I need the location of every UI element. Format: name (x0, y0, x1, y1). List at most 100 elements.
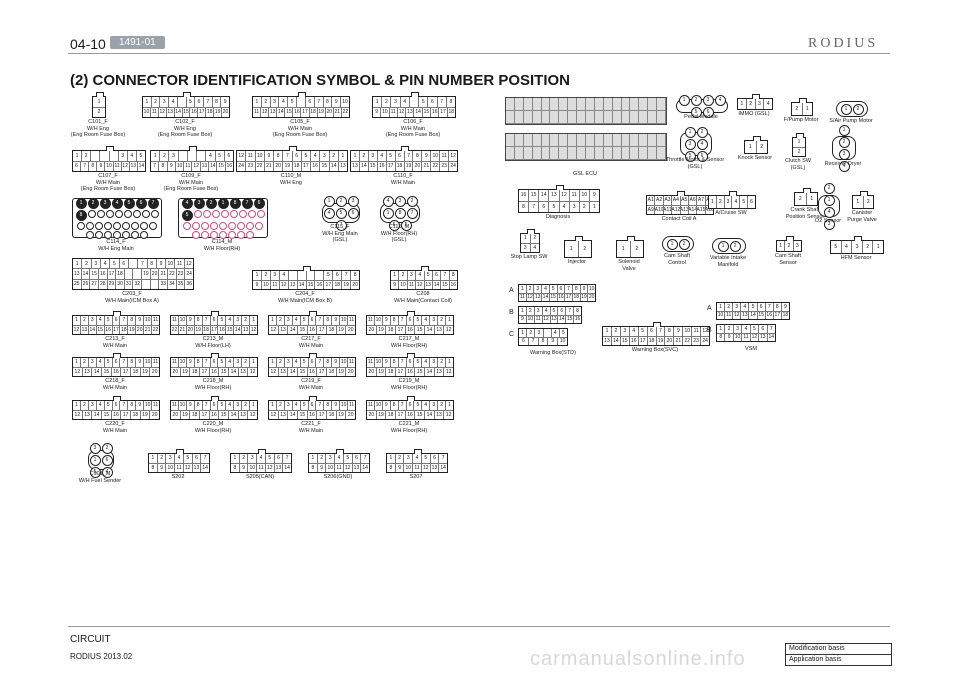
pin: 2 (262, 97, 271, 107)
pin: 3 (430, 358, 439, 367)
pin: 15 (227, 325, 235, 334)
pin: 12 (422, 463, 431, 472)
pin: 1 (823, 194, 835, 206)
connector-caption: C109_F W/H Main (Eng Room Fuse Box) (163, 173, 219, 192)
pin: 2 (863, 241, 874, 253)
pin: 11 (390, 107, 398, 117)
pin: 11 (440, 151, 450, 161)
connector-caption: S/Air Pump Motor (829, 118, 873, 124)
pin: 14 (229, 410, 239, 419)
pin: A12 (672, 205, 681, 214)
pin: 2 (527, 285, 535, 293)
pin: 12 (73, 410, 83, 419)
pin: 17 (317, 410, 328, 419)
pin: 13 (435, 325, 445, 334)
pin: 13 (201, 161, 210, 171)
pin: 1 (797, 139, 801, 146)
pin: 6 (193, 454, 202, 463)
connector-caption: C105_F W/H Main (Eng Room Fuse Box) (272, 119, 328, 138)
pin: 14 (433, 280, 442, 289)
pin: 9 (136, 358, 145, 367)
pin: 12 (193, 161, 201, 171)
pin: 9 (332, 316, 341, 325)
pin: 24 (450, 163, 456, 170)
pin: 4 (630, 327, 639, 336)
pin: 4 (293, 401, 301, 410)
pin: 1 (73, 259, 83, 269)
pin: 16 (105, 325, 113, 334)
pin: 10 (527, 315, 535, 323)
pin: 1 (565, 241, 579, 257)
pin: 18 (327, 367, 337, 376)
pin: 17 (121, 367, 132, 376)
pin: 16 (450, 281, 457, 288)
pin: 20 (187, 325, 195, 334)
pin: 15 (369, 161, 378, 171)
pin: 2 (81, 401, 89, 410)
pin: 18 (121, 325, 129, 334)
connector-caption: Contact Coil A (661, 216, 697, 222)
pin: 3 (347, 195, 359, 207)
pin: 21 (144, 325, 153, 334)
pin: 8 (89, 161, 98, 171)
pin: 7 (441, 455, 445, 462)
pin: 17 (396, 367, 406, 376)
pin: 8 (387, 463, 396, 472)
pin: 1 (73, 151, 83, 161)
pin: 3 (160, 97, 170, 107)
pin: 2 (160, 151, 170, 161)
connector-caption: Cam Shaft Control (664, 253, 690, 266)
pin: 5 (751, 325, 760, 333)
pin: 2 (580, 201, 590, 212)
pin: 12 (122, 161, 130, 171)
pin: 10 (382, 107, 390, 117)
pin: 1 (97, 98, 101, 105)
pin: 17 (200, 410, 210, 419)
pin: 1 (603, 327, 612, 336)
pin: 10 (683, 327, 693, 336)
pin: 3 (285, 401, 293, 410)
pin: 8 (148, 259, 157, 269)
pin: 6 (396, 151, 405, 161)
connector-caption: S207 (409, 474, 423, 480)
pin: 14 (330, 161, 339, 171)
pin: 2 (406, 195, 418, 207)
pin: 19 (195, 325, 203, 334)
pin-slot (219, 221, 227, 230)
pin: 1 (252, 402, 255, 409)
pin: 4 (543, 307, 551, 315)
connector-caption: C110_F W/H Main (390, 173, 416, 186)
pin: 8 (449, 98, 453, 105)
pin: 13 (239, 410, 249, 419)
pin: 4 (714, 94, 726, 106)
pin: 2 (82, 259, 92, 269)
pin: 15 (183, 107, 191, 117)
pin: 1 (269, 358, 277, 367)
pin: 20 (665, 336, 675, 345)
pin: A6 (689, 196, 698, 205)
pin: 10 (176, 161, 185, 171)
pin: 8 (717, 333, 726, 341)
pin: 19 (181, 410, 191, 419)
pin: 16 (630, 336, 639, 345)
pin: 10 (375, 358, 383, 367)
pin: 15 (415, 325, 426, 334)
pin: 20 (136, 325, 145, 334)
pin: 4 (169, 97, 178, 107)
pin: 15 (442, 280, 450, 289)
pin: 6 (750, 199, 753, 205)
pin: 17 (396, 410, 406, 419)
pin: 14 (750, 311, 758, 319)
pin: 12 (445, 326, 452, 333)
pin: 2 (330, 151, 339, 161)
pin: 9 (136, 316, 145, 325)
pin: 2 (277, 358, 285, 367)
pin: 8 (195, 358, 203, 367)
pin: 3 (166, 454, 176, 463)
pin: 3 (734, 325, 743, 333)
pin: 16 (308, 410, 318, 419)
pin: 19 (377, 410, 387, 419)
pin: 18 (386, 367, 397, 376)
pin: 2 (852, 103, 864, 115)
pin: 4 (732, 196, 741, 208)
